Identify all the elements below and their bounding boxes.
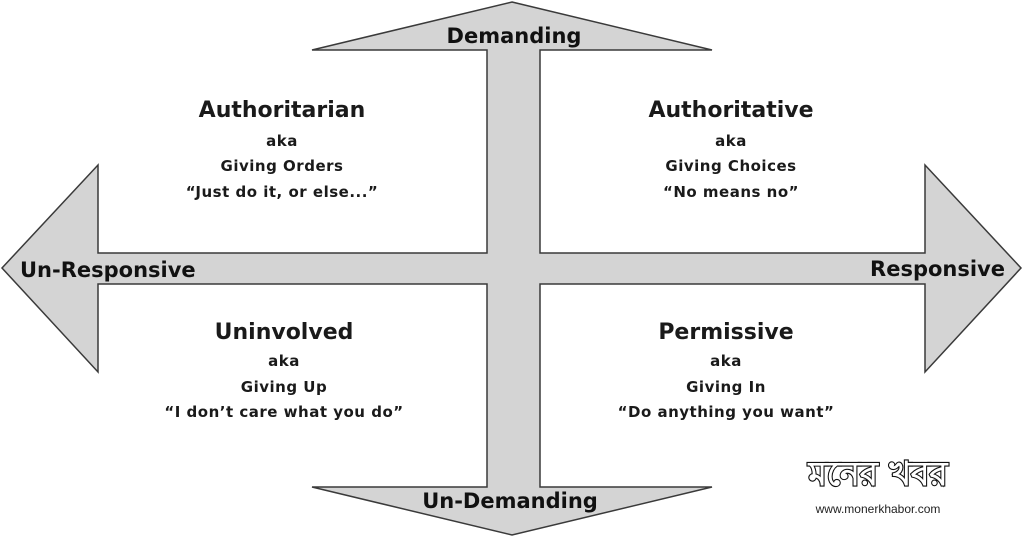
quadrant-title: Authoritarian xyxy=(199,98,366,123)
quadrant-title: Uninvolved xyxy=(215,320,354,345)
quadrant-title: Permissive xyxy=(658,320,793,345)
quadrant-aka: aka xyxy=(268,352,300,370)
quadrant-subtitle: Giving In xyxy=(686,378,766,396)
quadrant-subtitle: Giving Orders xyxy=(221,157,344,175)
quadrant-aka: aka xyxy=(266,132,298,150)
quadrant-permissive: Permissive aka Giving In “Do anything yo… xyxy=(618,320,835,421)
quadrant-subtitle: Giving Up xyxy=(241,378,327,396)
axis-label-bottom: Un-Demanding xyxy=(422,489,598,513)
quadrant-uninvolved: Uninvolved aka Giving Up “I don’t care w… xyxy=(164,320,403,421)
watermark-logo: মনের খবর xyxy=(807,454,949,493)
axis-label-right: Responsive xyxy=(870,257,1005,281)
quadrant-quote: “Just do it, or else...” xyxy=(186,183,379,201)
quadrant-title: Authoritative xyxy=(648,98,813,123)
watermark: মনের খবর www.monerkhabor.com xyxy=(806,453,950,516)
quadrant-quote: “No means no” xyxy=(663,183,799,201)
quadrant-subtitle: Giving Choices xyxy=(665,157,796,175)
quadrant-authoritarian: Authoritarian aka Giving Orders “Just do… xyxy=(186,98,379,201)
quadrant-quote: “Do anything you want” xyxy=(618,403,835,421)
watermark-website: www.monerkhabor.com xyxy=(815,502,941,516)
quadrant-aka: aka xyxy=(715,132,747,150)
axis-label-left: Un-Responsive xyxy=(20,258,196,282)
quadrant-quote: “I don’t care what you do” xyxy=(164,403,403,421)
quadrant-authoritative: Authoritative aka Giving Choices “No mea… xyxy=(648,98,813,201)
quadrant-aka: aka xyxy=(710,352,742,370)
axis-label-top: Demanding xyxy=(447,24,582,48)
